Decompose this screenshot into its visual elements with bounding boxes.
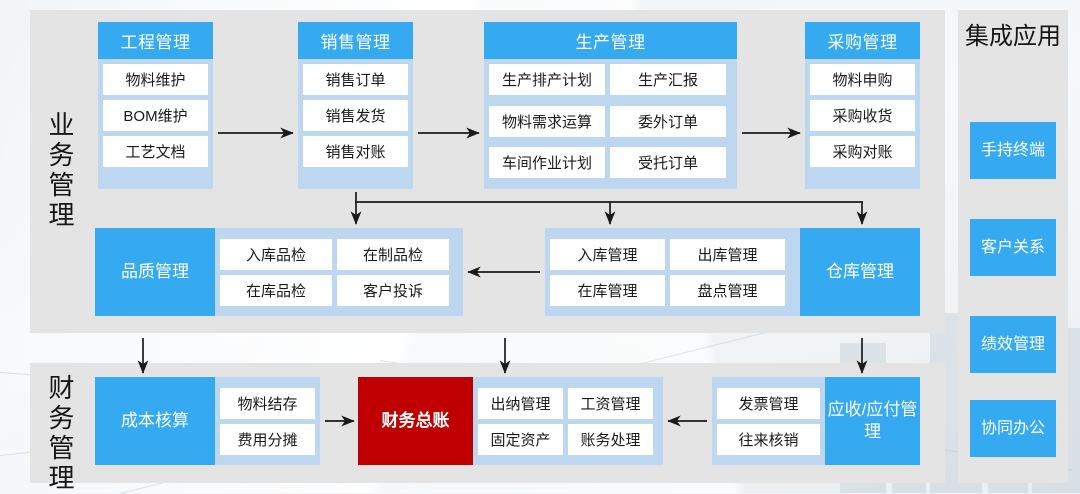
module-general-ledger-header: 财务总账 <box>358 377 473 465</box>
module-cost-accounting-header: 成本核算 <box>95 377 215 465</box>
app-button-collaborative-office[interactable]: 协同办公 <box>970 400 1056 457</box>
module-general-ledger[interactable]: 财务总账 出纳管理 工资管理 固定资产 账务处理 <box>358 377 663 465</box>
item-material-maintenance[interactable]: 物料维护 <box>103 64 208 95</box>
module-general-ledger-items: 出纳管理 工资管理 固定资产 账务处理 <box>473 377 663 465</box>
item-purchase-receipt[interactable]: 采购收货 <box>810 100 915 131</box>
item-stocktake-management[interactable]: 盘点管理 <box>670 274 785 306</box>
item-entrusted-order[interactable]: 受托订单 <box>610 147 726 179</box>
module-receivable-payable[interactable]: 发票管理 往来核销 应收/应付管理 <box>712 377 920 465</box>
module-warehouse-items: 入库管理 出库管理 在库管理 盘点管理 <box>545 228 800 316</box>
app-button-customer-relations[interactable]: 客户关系 <box>970 219 1056 276</box>
module-purchasing[interactable]: 采购管理 物料申购 采购收货 采购对账 <box>805 22 920 189</box>
module-production-items: 生产排产计划 生产汇报 物料需求运算 委外订单 车间作业计划 受托订单 <box>484 59 737 189</box>
module-production[interactable]: 生产管理 生产排产计划 生产汇报 物料需求运算 委外订单 车间作业计划 受托订单 <box>484 22 737 189</box>
item-material-requisition[interactable]: 物料申购 <box>810 64 915 95</box>
item-inbound-inspection[interactable]: 入库品检 <box>220 238 332 270</box>
app-button-handheld-terminal[interactable]: 手持终端 <box>970 122 1056 179</box>
item-mrp-calculation[interactable]: 物料需求运算 <box>489 105 605 137</box>
item-production-schedule[interactable]: 生产排产计划 <box>489 64 605 95</box>
item-fixed-assets[interactable]: 固定资产 <box>478 423 563 455</box>
item-inbound-management[interactable]: 入库管理 <box>550 238 665 270</box>
item-workshop-plan[interactable]: 车间作业计划 <box>489 147 605 179</box>
item-accounting-process[interactable]: 账务处理 <box>568 423 653 455</box>
integrated-apps-title: 集成应用 <box>965 23 1061 50</box>
item-stock-inspection[interactable]: 在库品检 <box>220 274 332 306</box>
item-production-report[interactable]: 生产汇报 <box>610 64 726 95</box>
module-warehouse[interactable]: 入库管理 出库管理 在库管理 盘点管理 仓库管理 <box>545 228 920 316</box>
item-sales-order[interactable]: 销售订单 <box>303 64 408 95</box>
module-sales[interactable]: 销售管理 销售订单 销售发货 销售对账 <box>298 22 413 189</box>
finance-section-label: 财务管理 <box>48 373 76 493</box>
app-button-performance-management[interactable]: 绩效管理 <box>970 316 1056 373</box>
item-payroll-management[interactable]: 工资管理 <box>568 387 653 419</box>
module-cost-accounting[interactable]: 成本核算 物料结存 费用分摊 <box>95 377 320 465</box>
module-warehouse-header: 仓库管理 <box>800 228 920 316</box>
module-quality-items: 入库品检 在制品检 在库品检 客户投诉 <box>215 228 463 316</box>
module-production-header: 生产管理 <box>484 22 737 59</box>
item-invoice-management[interactable]: 发票管理 <box>717 387 820 419</box>
module-sales-header: 销售管理 <box>298 22 413 59</box>
item-settlement-writeoff[interactable]: 往来核销 <box>717 423 820 455</box>
item-stock-management[interactable]: 在库管理 <box>550 274 665 306</box>
item-purchase-reconcile[interactable]: 采购对账 <box>810 136 915 167</box>
item-expense-allocation[interactable]: 费用分摊 <box>220 423 315 455</box>
module-engineering-items: 物料维护 BOM维护 工艺文档 <box>98 59 213 189</box>
module-engineering-header: 工程管理 <box>98 22 213 59</box>
module-purchasing-items: 物料申购 采购收货 采购对账 <box>805 59 920 189</box>
item-bom-maintenance[interactable]: BOM维护 <box>103 100 208 131</box>
module-receivable-payable-items: 发票管理 往来核销 <box>712 377 825 465</box>
item-outsourcing-order[interactable]: 委外订单 <box>610 105 726 137</box>
item-wip-inspection[interactable]: 在制品检 <box>337 238 449 270</box>
module-quality-header: 品质管理 <box>95 228 215 316</box>
item-sales-shipment[interactable]: 销售发货 <box>303 100 408 131</box>
module-quality[interactable]: 品质管理 入库品检 在制品检 在库品检 客户投诉 <box>95 228 463 316</box>
business-section-label: 业务管理 <box>48 110 76 230</box>
item-process-document[interactable]: 工艺文档 <box>103 136 208 167</box>
module-engineering[interactable]: 工程管理 物料维护 BOM维护 工艺文档 <box>98 22 213 189</box>
item-material-balance[interactable]: 物料结存 <box>220 387 315 419</box>
item-sales-reconcile[interactable]: 销售对账 <box>303 136 408 167</box>
item-outbound-management[interactable]: 出库管理 <box>670 238 785 270</box>
item-cashier-management[interactable]: 出纳管理 <box>478 387 563 419</box>
module-receivable-payable-header: 应收/应付管理 <box>825 377 920 465</box>
module-purchasing-header: 采购管理 <box>805 22 920 59</box>
item-customer-complaint[interactable]: 客户投诉 <box>337 274 449 306</box>
module-sales-items: 销售订单 销售发货 销售对账 <box>298 59 413 189</box>
module-cost-accounting-items: 物料结存 费用分摊 <box>215 377 320 465</box>
